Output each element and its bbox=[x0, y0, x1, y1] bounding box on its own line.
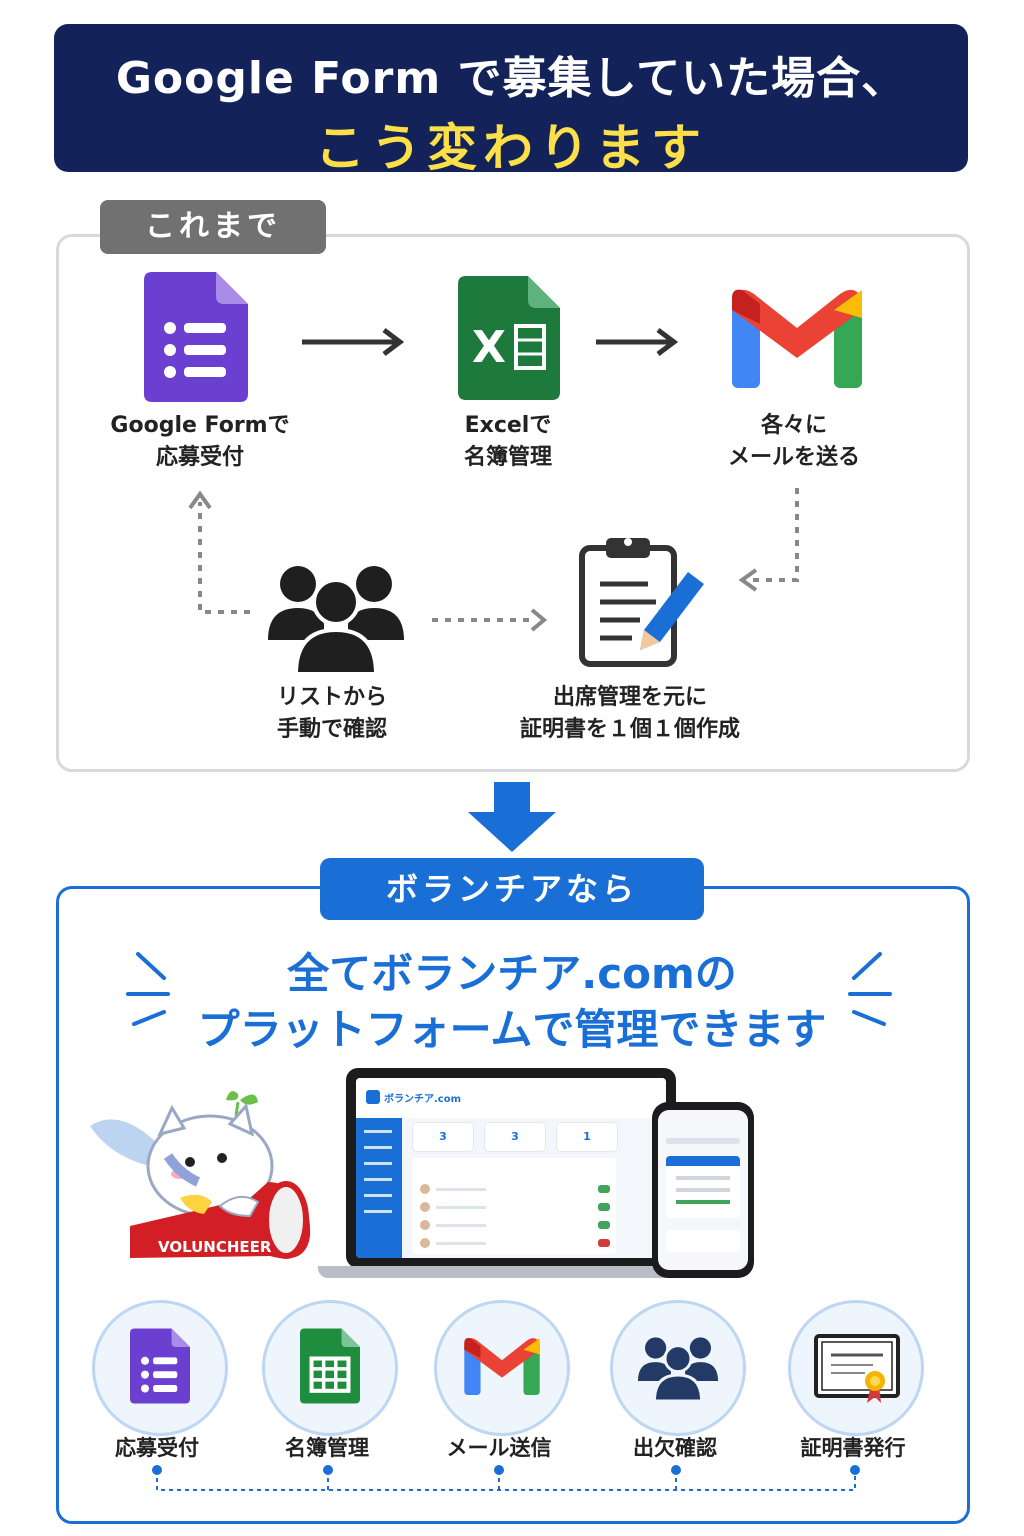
connector-dot bbox=[152, 1465, 162, 1475]
header-title: Google Form で募集していた場合、 bbox=[115, 53, 907, 104]
people-icon bbox=[268, 566, 404, 674]
connector-dot bbox=[850, 1465, 860, 1475]
before-panel bbox=[56, 234, 970, 772]
clipboard-pen-icon bbox=[579, 538, 704, 667]
step-cert-line2: 証明書を１個１個作成 bbox=[519, 717, 740, 742]
feature-circle-forms bbox=[92, 1300, 228, 1436]
certificate-icon bbox=[814, 1334, 900, 1403]
connector-dot bbox=[671, 1465, 681, 1475]
feature-circle-attendance bbox=[610, 1300, 746, 1436]
sheets-icon bbox=[300, 1328, 360, 1404]
mascot-text: VOLUNCHEER bbox=[158, 1238, 272, 1256]
google-forms-icon bbox=[144, 272, 248, 402]
step-excel-line1: Excelで bbox=[464, 413, 552, 438]
feature-circle-gmail bbox=[434, 1300, 570, 1436]
arrow-right-icon bbox=[302, 328, 405, 356]
phone-screen bbox=[658, 1110, 748, 1270]
header-subtitle: こう変わります bbox=[315, 119, 707, 177]
connector-dot bbox=[494, 1465, 504, 1475]
connector-dot bbox=[323, 1465, 333, 1475]
after-tag: ボランチアなら bbox=[320, 858, 704, 920]
arrow-right-icon bbox=[596, 328, 679, 356]
step-cert-line1: 出席管理を元に bbox=[552, 685, 707, 710]
app-brand: ボランチア.com bbox=[384, 1094, 462, 1105]
dotted-flow-connectors bbox=[188, 488, 799, 632]
app-logo-icon bbox=[366, 1090, 380, 1104]
gmail-icon bbox=[732, 289, 862, 388]
emphasis-lines-left bbox=[126, 952, 170, 1026]
gmail-icon bbox=[464, 1337, 540, 1395]
after-headline-1: 全てボランチア.comの bbox=[287, 949, 737, 998]
stat-card-1: 3 bbox=[412, 1122, 474, 1152]
stat-card-3: 1 bbox=[556, 1122, 618, 1152]
before-tag: これまで bbox=[100, 200, 326, 254]
feature-label-forms: 応募受付 bbox=[115, 1436, 199, 1460]
step-forms-line2: 応募受付 bbox=[155, 445, 244, 470]
feature-circle-certificate bbox=[788, 1300, 924, 1436]
phone-calendar bbox=[666, 1156, 740, 1218]
step-gmail-line1: 各々に bbox=[760, 413, 827, 438]
app-sidebar bbox=[356, 1118, 402, 1258]
app-table bbox=[412, 1158, 616, 1254]
step-manual-line1: リストから bbox=[276, 685, 387, 710]
step-excel-line2: 名簿管理 bbox=[463, 445, 552, 470]
emphasis-lines-right bbox=[848, 952, 892, 1026]
app-topbar: ボランチア.com bbox=[356, 1078, 666, 1118]
feature-circle-sheets bbox=[262, 1300, 398, 1436]
step-manual-line2: 手動で確認 bbox=[276, 717, 387, 742]
excel-icon: X bbox=[458, 276, 560, 400]
svg-text:X: X bbox=[472, 322, 506, 373]
feature-label-attendance: 出欠確認 bbox=[633, 1436, 717, 1460]
header-banner: Google Form で募集していた場合、 こう変わります bbox=[54, 24, 968, 177]
after-headline-2: プラットフォームで管理できます bbox=[197, 1005, 827, 1054]
phone-frame bbox=[652, 1102, 754, 1278]
mascot-cat-megaphone: VOLUNCHEER bbox=[90, 1091, 311, 1259]
laptop-screen: ボランチア.com 3 3 1 bbox=[356, 1078, 666, 1258]
step-forms-line1: Google Formで bbox=[110, 413, 290, 438]
step-gmail-line2: メールを送る bbox=[727, 445, 860, 470]
people-icon bbox=[637, 1337, 719, 1401]
feature-connector-line bbox=[156, 1470, 856, 1491]
arrow-down-icon bbox=[468, 782, 556, 852]
laptop-base bbox=[318, 1266, 706, 1278]
google-forms-icon bbox=[130, 1328, 190, 1404]
laptop-frame: ボランチア.com 3 3 1 bbox=[346, 1068, 676, 1268]
feature-label-gmail: メール送信 bbox=[446, 1436, 552, 1460]
stat-card-2: 3 bbox=[484, 1122, 546, 1152]
feature-label-certificate: 証明書発行 bbox=[800, 1436, 906, 1460]
feature-label-sheets: 名簿管理 bbox=[285, 1436, 369, 1460]
